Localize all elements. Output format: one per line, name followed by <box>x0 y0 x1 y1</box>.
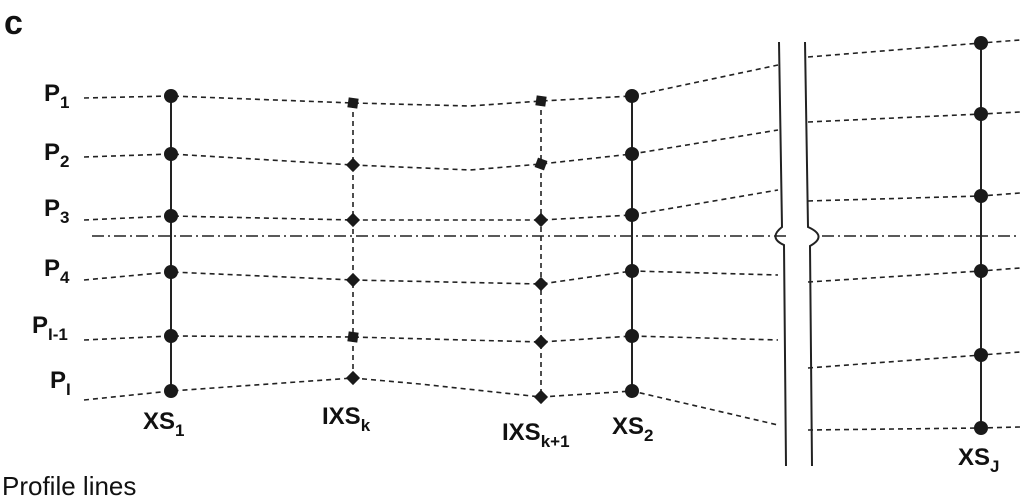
profile-labels: P1 P2 P3 P4 PI-1 PI <box>32 80 71 399</box>
node <box>164 147 178 161</box>
marker <box>347 97 359 109</box>
node <box>625 264 639 278</box>
node <box>974 36 988 50</box>
diagram-caption: Profile lines <box>2 471 136 501</box>
marker <box>345 370 361 386</box>
marker <box>534 157 548 171</box>
node <box>974 107 988 121</box>
profile-line-2-right <box>807 111 1021 123</box>
node <box>164 209 178 223</box>
marker <box>345 212 361 228</box>
profile-label-3: P3 <box>44 195 69 227</box>
xsj-nodes <box>974 36 988 435</box>
profile-line-1-right <box>807 39 1021 58</box>
cross-section-label-xs2: XS2 <box>612 413 653 445</box>
profile-line-1 <box>83 64 779 107</box>
node <box>974 348 988 362</box>
profile-line-3-right <box>807 192 1021 202</box>
node <box>164 89 178 103</box>
ixsk1-markers <box>533 95 549 405</box>
profile-lines-left <box>83 64 779 426</box>
node <box>625 208 639 222</box>
ixsk-markers <box>345 97 361 386</box>
marker <box>533 334 549 350</box>
node <box>164 329 178 343</box>
profile-line-3 <box>83 189 779 221</box>
profile-line-i-1-right <box>807 351 1021 369</box>
marker <box>347 331 359 343</box>
node <box>625 89 639 103</box>
xs1-nodes <box>164 89 178 398</box>
node <box>974 264 988 278</box>
marker <box>345 157 361 173</box>
node <box>164 384 178 398</box>
marker <box>533 212 549 228</box>
profile-label-i-1: PI-1 <box>32 312 68 344</box>
xs2-nodes <box>625 89 639 398</box>
marker <box>345 272 361 288</box>
panel-letter: c <box>4 4 23 42</box>
node <box>974 189 988 203</box>
cross-section-label-ixsk: IXSk <box>322 403 371 435</box>
node <box>625 147 639 161</box>
profile-line-4-right <box>807 267 1021 283</box>
node <box>164 265 178 279</box>
profile-line-i <box>83 377 779 426</box>
marker <box>535 95 547 107</box>
cross-section-label-xs1: XS1 <box>143 408 184 440</box>
marker <box>533 389 549 405</box>
profile-label-i: PI <box>50 367 71 399</box>
profile-label-4: P4 <box>44 255 70 287</box>
profile-line-4 <box>83 270 779 285</box>
profile-lines-right <box>807 39 1021 431</box>
node <box>625 329 639 343</box>
node <box>625 384 639 398</box>
profile-line-2 <box>83 129 779 171</box>
cross-section-labels: XS1 IXSk IXSk+1 XS2 XSJ <box>143 403 999 476</box>
break-symbol <box>774 41 820 467</box>
cross-section-label-ixsk1: IXSk+1 <box>502 419 570 451</box>
node <box>974 421 988 435</box>
cross-section-label-xsj: XSJ <box>958 444 999 476</box>
profile-label-2: P2 <box>44 139 69 171</box>
profile-line-i-right <box>807 426 1021 431</box>
marker <box>533 276 549 292</box>
profile-label-1: P1 <box>44 80 69 112</box>
profile-line-i-1 <box>83 335 779 343</box>
